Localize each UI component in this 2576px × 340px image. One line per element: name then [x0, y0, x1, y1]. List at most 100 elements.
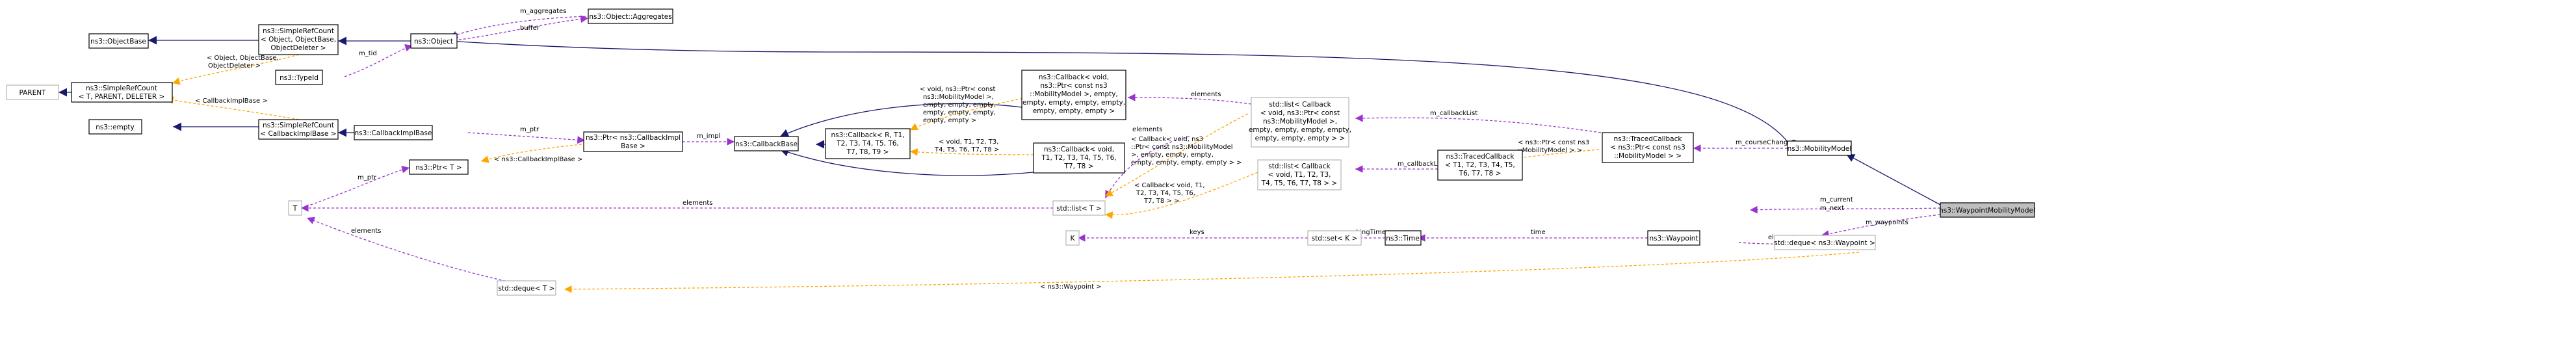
- node-objectbase[interactable]: ns3::ObjectBase: [88, 33, 149, 49]
- node-label: PARENT: [19, 89, 46, 97]
- node-stdlist-t[interactable]: std::list< T >: [1052, 200, 1106, 216]
- node-stdset-k[interactable]: std::set< K >: [1307, 230, 1362, 246]
- node-object-aggregates[interactable]: ns3::Object::Aggregates: [588, 8, 673, 24]
- edge-label: empty, empty >: [923, 117, 976, 124]
- node-label: K: [1071, 235, 1076, 242]
- node-label: < void, T1, T2, T3,: [1268, 171, 1331, 179]
- edge-label: m_callbackList: [1398, 161, 1445, 168]
- node-ptr-callbackimplbase[interactable]: ns3::Ptr< ns3::CallbackImpl Base >: [583, 131, 683, 152]
- node-simplerefcount-tpd[interactable]: ns3::SimpleRefCount < T, PARENT, DELETER…: [71, 82, 173, 103]
- node-parent[interactable]: PARENT: [6, 85, 59, 100]
- edge-callbackBase-callbackVoidMM: [779, 103, 1022, 137]
- node-label: ns3::Callback< void,: [1039, 73, 1109, 81]
- edge-label: time: [1531, 229, 1546, 236]
- edge-label: < ns3::Ptr< const ns3: [1518, 139, 1589, 146]
- node-label: T6, T7, T8 >: [1459, 170, 1502, 177]
- node-simplerefcount-object[interactable]: ns3::SimpleRefCount < Object, ObjectBase…: [258, 24, 339, 55]
- node-callback-r[interactable]: ns3::Callback< R, T1, T2, T3, T4, T5, T6…: [825, 128, 911, 159]
- edge-tracedCbMM-mobilityModel: m_courseChangeTrace: [1693, 139, 1809, 152]
- edge-stddequeT-stddequeWaypoint: < ns3::Waypoint >: [564, 252, 1860, 293]
- edge-label: T2, T3, T4, T5, T6,: [1136, 190, 1195, 197]
- node-t[interactable]: T: [288, 200, 302, 216]
- edge-typeid-object: m_tid: [344, 44, 413, 77]
- edge-stdlistT-stdlistCbT: < Callback< void, T1, T2, T3, T4, T5, T6…: [1104, 172, 1258, 219]
- node-label: std::deque< ns3::Waypoint >: [1774, 239, 1875, 247]
- node-callbackimplbase[interactable]: ns3::CallbackImplBase: [354, 125, 433, 140]
- node-label: ns3::Ptr< T >: [415, 164, 462, 172]
- node-stddeque-waypoint[interactable]: std::deque< ns3::Waypoint >: [1774, 235, 1876, 250]
- node-label: ns3::TracedCallback: [1446, 153, 1515, 161]
- edge-object-mobilityModel: [448, 37, 1788, 142]
- node-object[interactable]: ns3::Object: [410, 33, 458, 49]
- node-callbackbase[interactable]: ns3::CallbackBase: [734, 136, 799, 151]
- node-callback-void-mobilitymodel[interactable]: ns3::Callback< void, ns3::Ptr< const ns3…: [1021, 70, 1126, 120]
- node-label: ns3::TracedCallback: [1614, 135, 1683, 143]
- node-k[interactable]: K: [1065, 230, 1080, 246]
- node-label: empty, empty, empty, empty,: [1249, 126, 1351, 134]
- node-tracedcallback-t[interactable]: ns3::TracedCallback < T1, T2, T3, T4, T5…: [1437, 150, 1523, 181]
- node-stddeque-t[interactable]: std::deque< T >: [497, 280, 556, 296]
- edge-label: elements: [1191, 91, 1221, 98]
- node-label: ns3::CallbackBase: [735, 140, 798, 148]
- edge-callbackVoidMM-stdlistCbMM: elements: [1127, 91, 1252, 105]
- node-label: < Object, ObjectBase,: [261, 36, 336, 44]
- node-empty[interactable]: ns3::empty: [88, 119, 142, 135]
- edge-label: < Callback< void, ns3: [1131, 136, 1203, 143]
- node-label: ns3::SimpleRefCount: [263, 27, 334, 35]
- node-label: ::MobilityModel >, empty,: [1030, 90, 1118, 98]
- edge-label: g_markingTimes: [1336, 229, 1389, 236]
- node-label: ns3::empty: [96, 124, 135, 131]
- node-waypoint[interactable]: ns3::Waypoint: [1647, 230, 1700, 246]
- edge-label: < CallbackImplBase >: [195, 98, 268, 105]
- edge-label: elements: [1132, 126, 1162, 133]
- edge-label: < Callback< void, T1,: [1134, 182, 1205, 189]
- node-tracedcallback-mobilitymodel[interactable]: ns3::TracedCallback < ns3::Ptr< const ns…: [1602, 132, 1694, 163]
- edge-label: < ns3::Waypoint >: [1040, 283, 1102, 291]
- node-label: ns3::SimpleRefCount: [86, 85, 157, 92]
- edge-callbackR-callbackVoidMM: < void, ns3::Ptr< const ns3::MobilityMod…: [909, 86, 1028, 131]
- node-stdlist-callback-t[interactable]: std::list< Callback < void, T1, T2, T3, …: [1257, 159, 1342, 190]
- edge-T-ptrT: m_ptr: [301, 165, 410, 209]
- edge-stdlistT-stdlistCbMM: < Callback< void, ns3 ::Ptr< const ns3::…: [1104, 113, 1249, 197]
- edge-stddequeWaypoint-waypointMM: m_waypoints: [1821, 214, 1941, 238]
- node-label: < ns3::Ptr< const ns3: [1610, 144, 1685, 151]
- node-label: ns3::Object: [414, 38, 453, 46]
- edge-label: m_ptr: [358, 174, 377, 181]
- node-label: Base >: [621, 142, 645, 150]
- node-label: ::MobilityModel > >: [1614, 152, 1682, 160]
- edge-callbackImplBase-ptr: m_ptr: [467, 126, 586, 144]
- node-label: T7, T8, T9 >: [846, 148, 889, 156]
- edge-label: ::MobilityModel > >: [1518, 147, 1582, 154]
- edge-srcTPD-srcCallback: < CallbackImplBase >: [165, 96, 300, 120]
- node-label: ns3::Object::Aggregates: [589, 13, 671, 21]
- node-label: ns3::Callback< R, T1,: [831, 131, 905, 139]
- edge-label: m_callbackList: [1430, 110, 1477, 117]
- node-simplerefcount-callback[interactable]: ns3::SimpleRefCount < CallbackImplBase >: [258, 119, 339, 140]
- node-callback-void-t[interactable]: ns3::Callback< void, T1, T2, T3, T4, T5,…: [1033, 142, 1125, 174]
- node-label: ns3::TypeId: [280, 74, 319, 82]
- edge-callbackR-callbackVoidT: < void, T1, T2, T3, T4, T5, T6, T7, T8 >: [909, 138, 1034, 156]
- edge-label: >, empty, empty, empty,: [1131, 151, 1214, 159]
- node-label: ns3::Ptr< const ns3: [1040, 82, 1107, 90]
- edge-label: < ns3::CallbackImplBase >: [494, 156, 582, 163]
- node-mobilitymodel[interactable]: ns3::MobilityModel: [1787, 140, 1852, 156]
- node-label: T: [293, 205, 298, 213]
- edge-label: ::Ptr< const ns3::MobilityModel: [1131, 144, 1233, 151]
- node-label: ns3::SimpleRefCount: [263, 122, 334, 129]
- edge-label: m_courseChangeTrace: [1736, 139, 1809, 146]
- node-label: T7, T8 >: [1064, 163, 1094, 170]
- node-label: empty, empty, empty > >: [1255, 135, 1346, 142]
- edge-stdlistCbT-tracedCbT: m_callbackList: [1355, 161, 1445, 173]
- edge-T-stddequeT: elements: [306, 216, 547, 290]
- node-waypointmobilitymodel[interactable]: ns3::WaypointMobilityModel: [1939, 202, 2035, 218]
- node-time[interactable]: ns3::Time: [1385, 230, 1422, 246]
- node-label: < void, ns3::Ptr< const: [1260, 109, 1340, 117]
- node-stdlist-callback-mobilitymodel[interactable]: std::list< Callback < void, ns3::Ptr< co…: [1249, 97, 1351, 148]
- edge-label: < void, ns3::Ptr< const: [920, 86, 996, 93]
- edge-time-waypoint: time: [1418, 229, 1648, 242]
- node-ptr-t[interactable]: ns3::Ptr< T >: [409, 159, 469, 175]
- edge-label: empty, empty, empty,: [923, 109, 996, 116]
- edge-label: ns3::MobilityModel >,: [923, 94, 994, 101]
- node-typeid[interactable]: ns3::TypeId: [275, 70, 323, 85]
- edge-mobilityModel-waypointMM: [1845, 153, 1941, 205]
